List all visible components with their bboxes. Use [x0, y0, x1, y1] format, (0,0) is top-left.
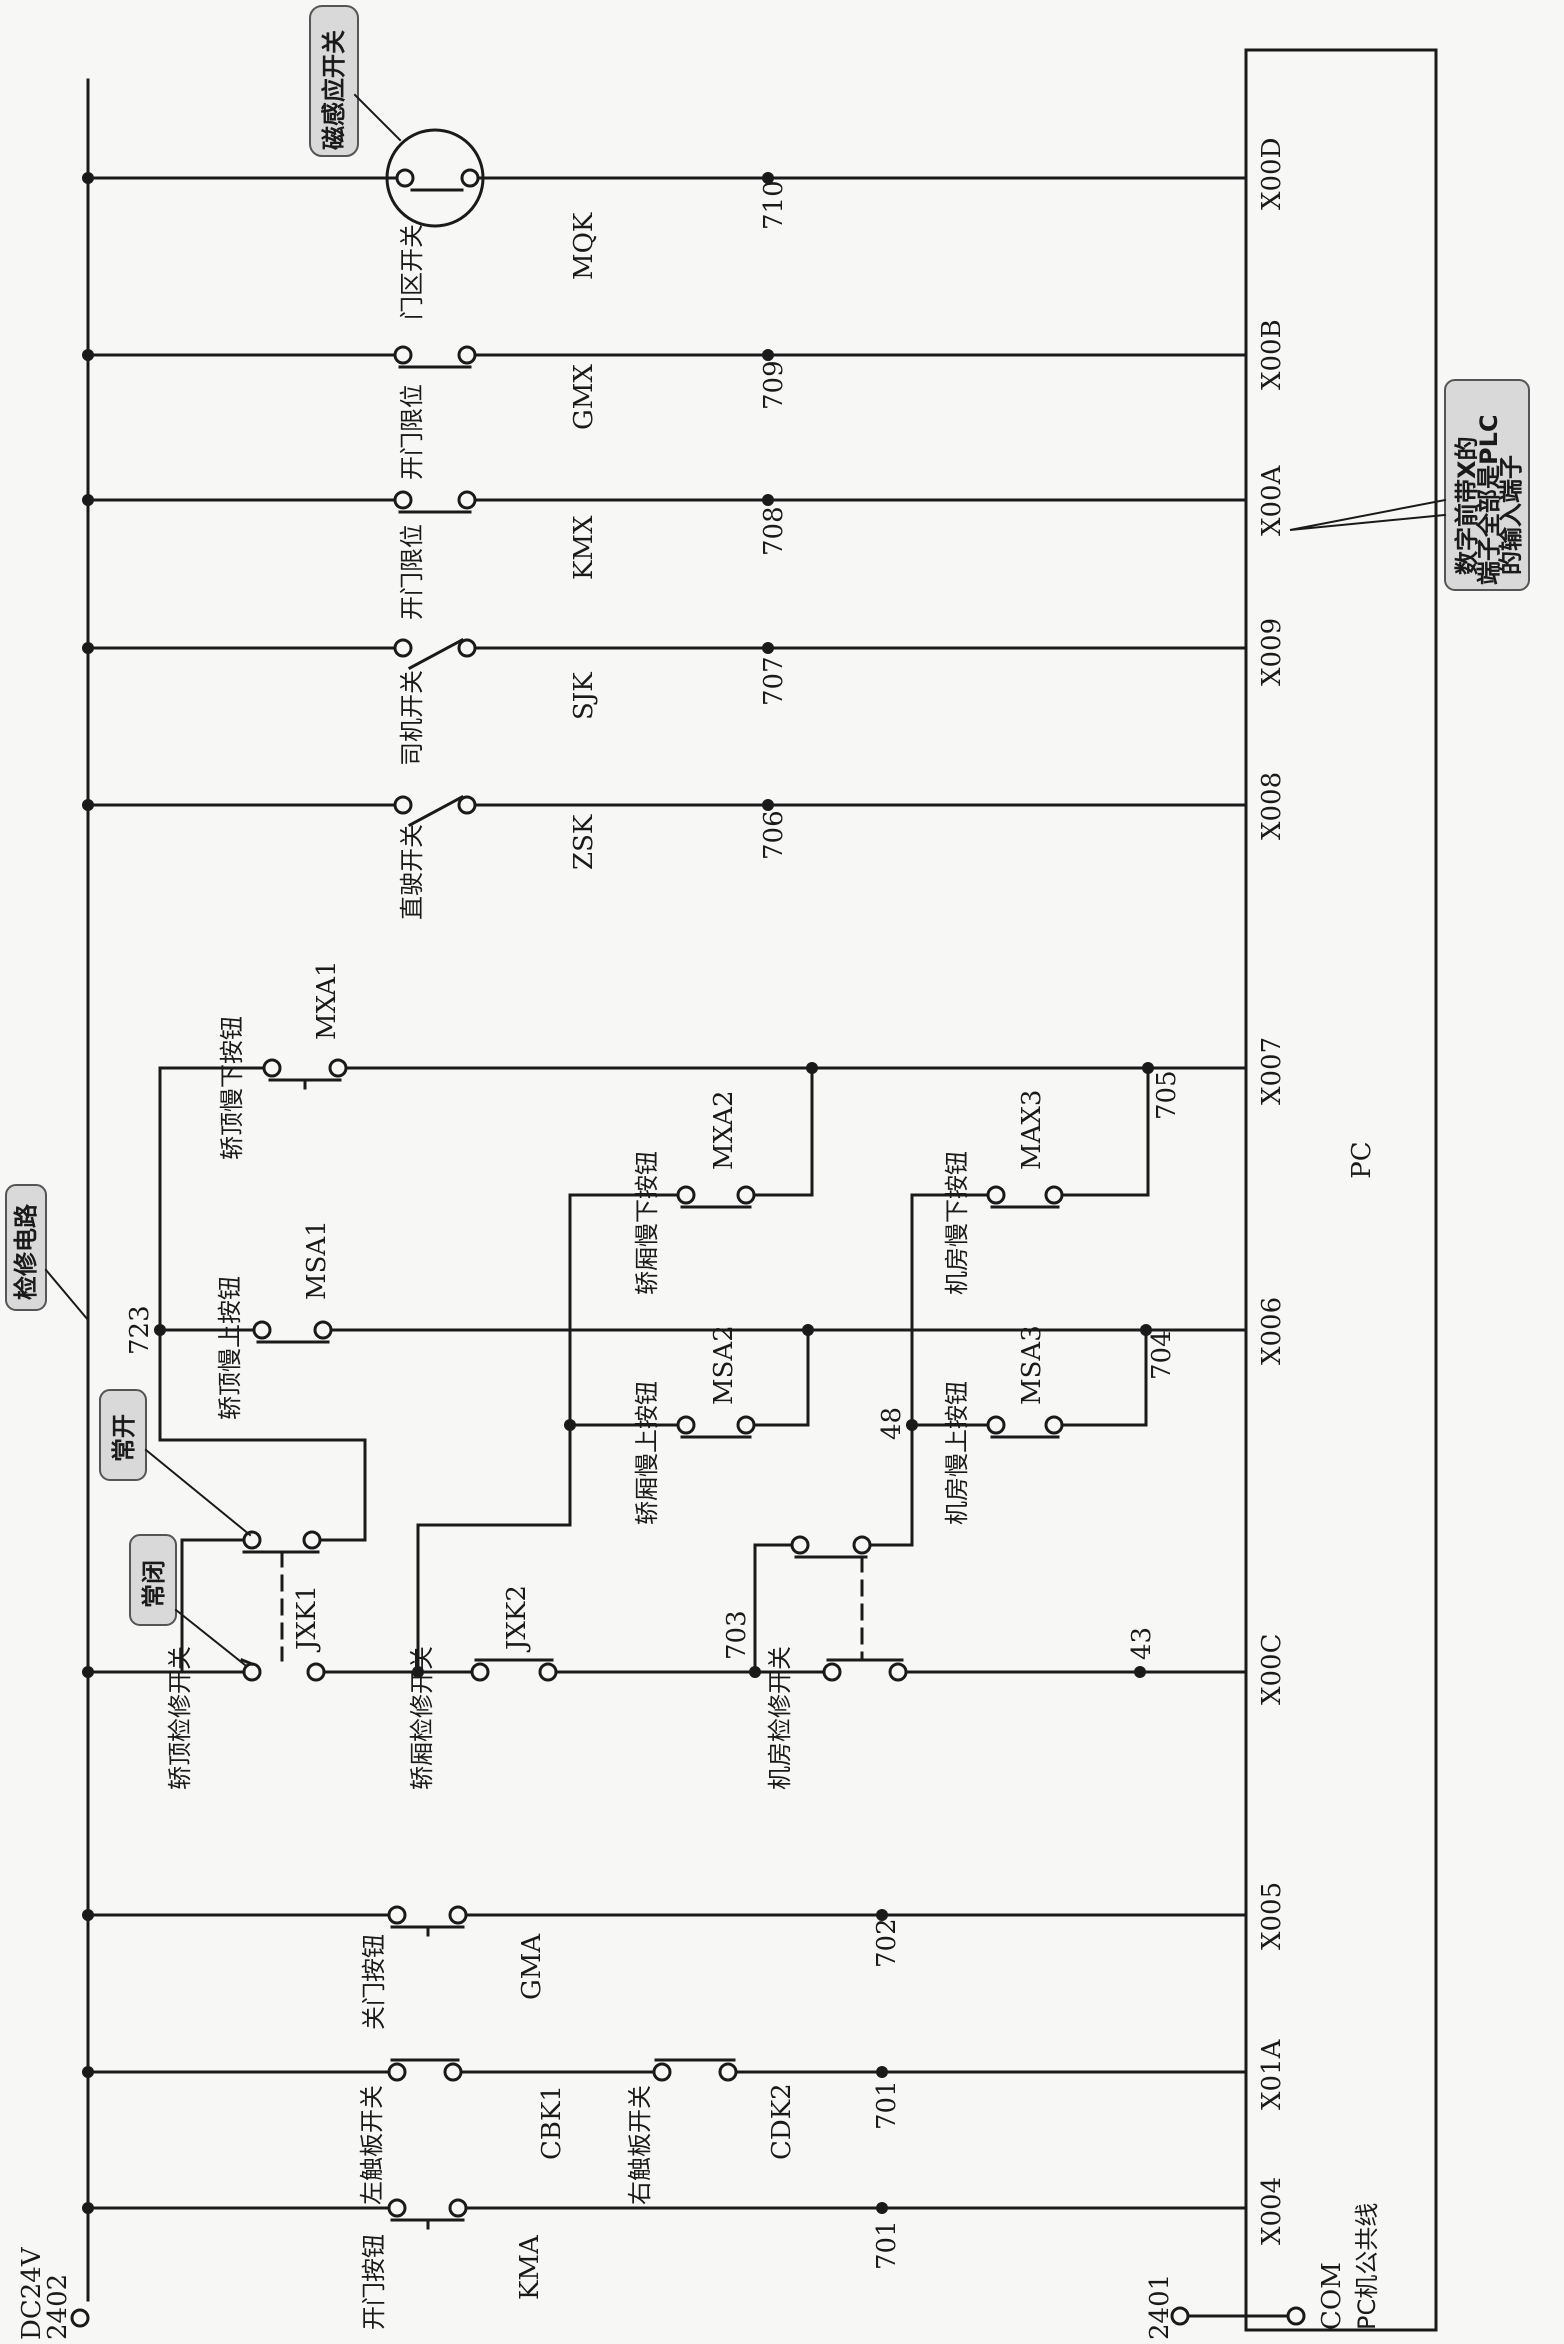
- rung-code: KMX: [569, 515, 599, 580]
- rung-term: X004: [1257, 2177, 1287, 2245]
- pc-box: [1244, 48, 1438, 2332]
- rung-name: 直驶开关: [398, 824, 426, 920]
- rung-term: X00A: [1257, 464, 1287, 536]
- wire-43: 43: [1127, 1627, 1157, 1660]
- svg-text:检修电路: 检修电路: [12, 1203, 40, 1300]
- switch-name-machine-room: 机房检修开关: [766, 1646, 794, 1790]
- button-code-msa1: MSA1: [302, 1220, 332, 1300]
- wire-703: 703: [722, 1610, 752, 1660]
- rung-name: 开门限位: [398, 384, 426, 480]
- rung-term: X009: [1257, 618, 1287, 686]
- rung-wire: 701: [872, 2080, 902, 2130]
- rung-code: KMA: [515, 2234, 545, 2300]
- wire-723: 723: [125, 1305, 155, 1355]
- rung-code: MQK: [569, 212, 599, 280]
- switch-code-jxk2: JXK2: [502, 1585, 532, 1653]
- callout-inspection: 检修电路: [5, 1184, 90, 1322]
- rung-wire: 708: [759, 506, 789, 556]
- button-code-mxa1: MXA1: [312, 960, 342, 1040]
- svg-text:常闭: 常闭: [140, 1560, 168, 1608]
- rung-wire: 706: [759, 810, 789, 860]
- rung-name: 关门按钮: [360, 1934, 388, 2030]
- rung-wire: 709: [759, 360, 789, 410]
- rung-term: X01A: [1257, 2038, 1287, 2110]
- rung-x004: 开门按钮 KMA 701 X004: [82, 2177, 1287, 2330]
- rung-term: X008: [1257, 772, 1287, 840]
- rung-x005: 关门按钮 GMA 702 X005: [82, 1882, 1287, 2030]
- magnetic-switch-icon: [385, 128, 485, 228]
- pc-common-label: PC机公共线: [1353, 2203, 1381, 2330]
- rung-name-2: 右触板开关: [626, 2085, 654, 2205]
- button-name-msa3: 机房慢上按钮: [943, 1381, 971, 1525]
- rung-term: X005: [1257, 1882, 1287, 1950]
- rung-code-2: CDK2: [767, 2083, 797, 2160]
- svg-text:的输入端子: 的输入端子: [1497, 455, 1525, 575]
- term-x00c: X00C: [1257, 1634, 1287, 1706]
- rung-wire: 702: [872, 1918, 902, 1968]
- rung-wire: 710: [759, 180, 789, 230]
- rung-x00a: 开门限位 KMX 708 X00A: [82, 464, 1287, 620]
- rung-code: GMX: [569, 364, 599, 430]
- rung-code: CBK1: [537, 2085, 567, 2160]
- svg-text:端子全部是PLC: 端子全部是PLC: [1475, 415, 1503, 586]
- button-name-max3: 机房慢下按钮: [943, 1151, 971, 1295]
- wire-704: 704: [1147, 1330, 1177, 1380]
- switch-name-jxk1: 轿顶检修开关: [166, 1646, 194, 1790]
- rung-term: X00D: [1257, 138, 1287, 210]
- button-name-msa1: 轿顶慢上按钮: [216, 1276, 244, 1420]
- rung-x00b: 开门限位 GMX 709 X00B: [82, 319, 1287, 480]
- button-code-max3: MAX3: [1017, 1090, 1047, 1170]
- com-node: 2401: [1145, 2274, 1175, 2340]
- com-terminal-right: [1286, 2306, 1306, 2326]
- button-code-mxa2: MXA2: [709, 1090, 739, 1170]
- rung-wire: 707: [759, 656, 789, 706]
- callout-magnetic-switch: 磁感应开关: [309, 5, 402, 157]
- dc-label: DC24V: [17, 2246, 47, 2340]
- dc-terminal: [70, 2308, 90, 2328]
- rung-name: 开门限位: [398, 524, 426, 620]
- wire-48: 48: [877, 1407, 907, 1440]
- rung-x009: 司机开关 SJK 707 X009: [82, 618, 1287, 766]
- rung-wire: 701: [872, 2220, 902, 2270]
- button-code-msa2: MSA2: [709, 1325, 739, 1405]
- rung-code: SJK: [569, 672, 599, 720]
- term-x006: X006: [1257, 1297, 1287, 1365]
- switch-name-jxk2: 轿厢检修开关: [408, 1646, 436, 1790]
- switch-code-jxk1: JXK1: [292, 1585, 322, 1653]
- com-label: COM: [1317, 2262, 1347, 2330]
- svg-text:数字前带X的: 数字前带X的: [1453, 436, 1481, 575]
- rung-code: GMA: [517, 1933, 547, 2000]
- rung-name: 开门按钮: [360, 2234, 388, 2330]
- callout-normally-open: 常开: [99, 1389, 252, 1537]
- inspection-circuit: MXA1 轿顶慢下按钮 MSA1 轿顶慢上按钮 MXA2 轿厢慢下按钮 MSA2…: [82, 960, 1287, 1790]
- rung-term: X00B: [1257, 319, 1287, 390]
- button-name-msa2: 轿厢慢上按钮: [633, 1381, 661, 1525]
- pc-label: PC: [1347, 1141, 1377, 1178]
- wire-705: 705: [1152, 1070, 1182, 1120]
- button-name-mxa2: 轿厢慢下按钮: [633, 1151, 661, 1295]
- rung-x01a: 左触板开关 CBK1 右触板开关 CDK2 701 X01A: [82, 2038, 1287, 2205]
- rung-code: ZSK: [569, 814, 599, 870]
- callout-normally-closed: 常闭: [129, 1534, 247, 1667]
- rung-name: 司机开关: [398, 670, 426, 766]
- rung-name: 门区开关: [398, 224, 426, 320]
- dc-node: 2402: [43, 2274, 73, 2340]
- rung-x008: 直驶开关 ZSK 706 X008: [82, 772, 1287, 920]
- callout-plc-note: 数字前带X的 端子全部是PLC 的输入端子: [1289, 379, 1530, 591]
- term-x007: X007: [1257, 1037, 1287, 1105]
- rung-name: 左触板开关: [358, 2085, 386, 2205]
- button-code-msa3: MSA3: [1017, 1325, 1047, 1405]
- svg-text:常开: 常开: [110, 1414, 138, 1462]
- rung-x00d: 门区开关 MQK 710 X00D: [82, 128, 1287, 320]
- button-name-mxa1: 轿顶慢下按钮: [218, 1016, 246, 1160]
- svg-text:磁感应开关: 磁感应开关: [320, 30, 348, 150]
